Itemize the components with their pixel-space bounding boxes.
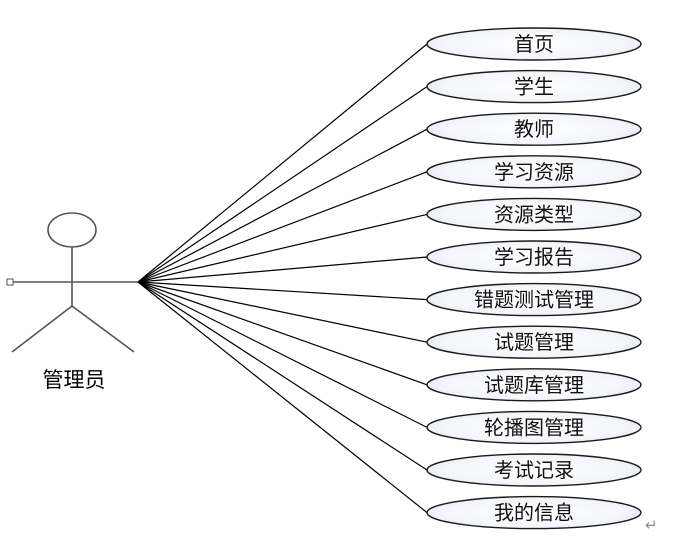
association-line [137,256,428,283]
use-case: 我的信息 [426,495,642,530]
use-case-ellipse [426,27,642,61]
use-case: 资源类型 [426,197,642,232]
actor-left-leg [11,305,73,353]
association-line [137,281,428,386]
use-case-label: 错题测试管理 [474,288,594,312]
use-case: 学生 [426,69,642,104]
association-lines [137,43,428,514]
use-case-ellipse [426,368,642,402]
use-case-ellipse [426,495,642,530]
use-case-label: 试题管理 [494,330,574,354]
use-case-label: 学习资源 [494,160,574,184]
use-case-label: 试题库管理 [484,373,584,397]
actor-figure: 管理员 [6,212,138,392]
use-case-ellipse [426,112,642,146]
association-line [137,171,428,283]
use-case: 试题管理 [426,325,642,359]
use-case: 首页 [426,27,642,61]
association-line [137,281,428,514]
actor-arm-handle [6,278,14,286]
use-case-ellipse [426,197,642,232]
use-case: 轮播图管理 [426,410,642,445]
use-case-ellipse [426,155,642,189]
association-line [137,281,428,428]
use-case-ellipse [426,410,642,445]
association-line [137,128,428,283]
use-case: 学习资源 [426,155,642,189]
use-case: 考试记录 [426,453,642,487]
use-case-label: 考试记录 [494,458,574,482]
association-line [137,281,428,343]
association-line [137,86,428,283]
use-case-label: 教师 [514,117,554,141]
use-case-ellipse [426,240,642,274]
association-line [137,281,428,471]
actor-head [47,212,97,248]
use-case: 学习报告 [426,240,642,274]
use-case: 错题测试管理 [426,282,642,317]
association-line [137,213,428,283]
association-line [137,43,428,283]
use-case-ellipse [426,69,642,104]
actor-label: 管理员 [43,368,106,392]
association-line [137,281,428,301]
use-case-label: 学生 [514,75,554,99]
use-cases: 首页学生教师学习资源资源类型学习报告错题测试管理试题管理试题库管理轮播图管理考试… [426,27,642,530]
actor-right-leg [71,305,135,353]
use-case-label: 首页 [514,32,554,56]
paragraph-mark: ↵ [645,516,658,534]
use-case-label: 学习报告 [494,245,574,269]
use-case: 教师 [426,112,642,146]
use-case-ellipse [426,282,642,317]
use-case-ellipse [426,325,642,359]
use-case: 试题库管理 [426,368,642,402]
use-case-ellipse [426,453,642,487]
use-case-label: 资源类型 [494,202,574,226]
use-case-label: 我的信息 [494,501,574,525]
use-case-label: 轮播图管理 [484,415,584,439]
